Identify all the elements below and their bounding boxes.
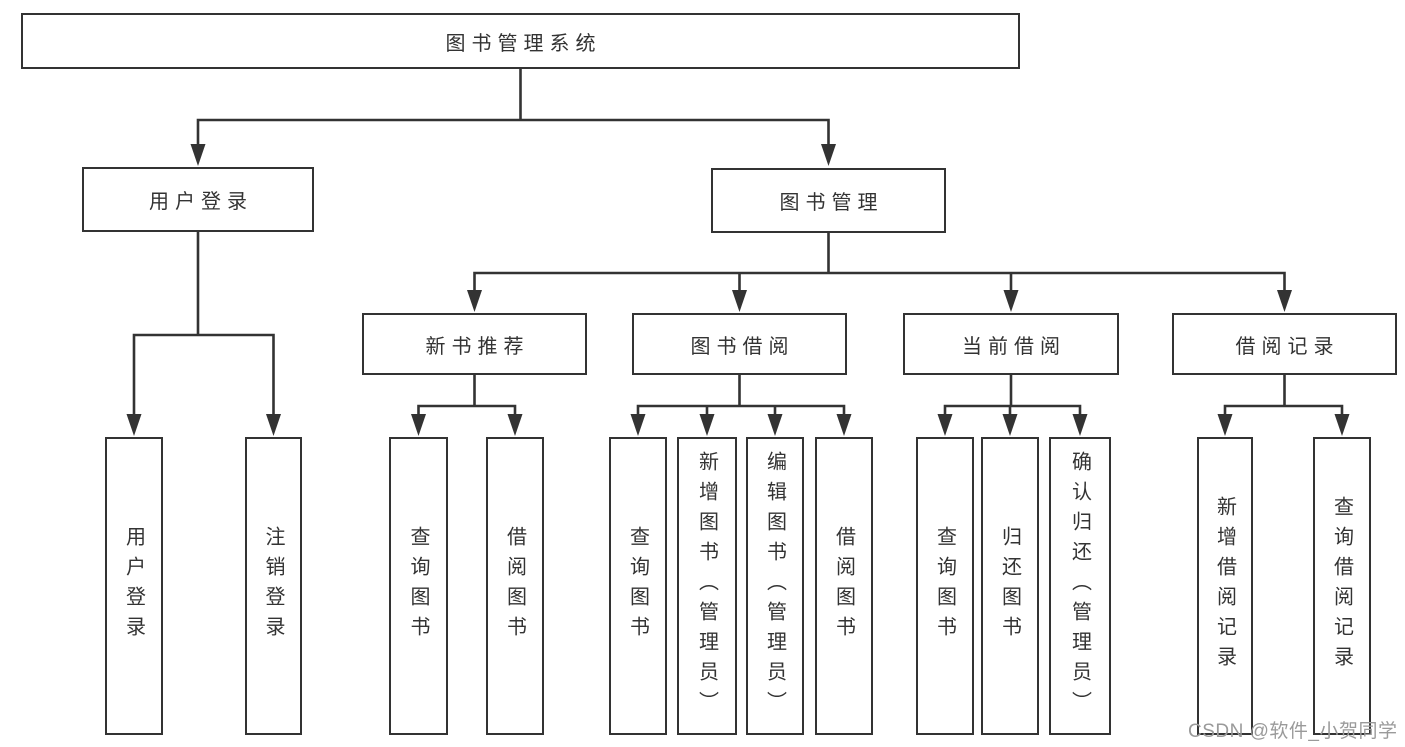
leaf-return-books: 归还图书	[981, 437, 1039, 735]
arrowhead	[836, 414, 852, 436]
arrowhead	[507, 414, 523, 436]
connector-lines	[473, 231, 1286, 300]
arrowhead	[630, 414, 646, 436]
arrowhead	[126, 414, 142, 436]
leaf-add-book-admin: 新增图书（管理员）	[677, 437, 737, 735]
arrowhead	[732, 290, 747, 312]
leaf-query-books-borrow: 查询图书	[609, 437, 667, 735]
arrowhead	[1277, 290, 1292, 312]
connector-current-borrow-to-leaves	[937, 373, 1088, 436]
connector-lines	[196, 67, 830, 152]
connector-book-borrow-to-leaves	[630, 373, 852, 436]
connector-lines	[1223, 373, 1344, 424]
arrowhead	[1003, 290, 1019, 312]
leaf-edit-book-admin: 编辑图书（管理员）	[746, 437, 804, 735]
arrowhead	[699, 414, 715, 436]
node-book-borrowing: 图书借阅	[632, 313, 847, 375]
connector-lines	[417, 373, 517, 424]
node-book-management: 图书管理	[711, 168, 946, 233]
connector-root-to-level2	[190, 67, 836, 166]
arrowhead	[467, 290, 482, 312]
arrowhead	[767, 414, 783, 436]
leaf-query-books-current: 查询图书	[916, 437, 974, 735]
arrowhead	[1217, 414, 1233, 436]
leaf-user-login: 用户登录	[105, 437, 163, 735]
node-borrowing-records: 借阅记录	[1172, 313, 1397, 375]
leaf-borrow-books-new: 借阅图书	[486, 437, 544, 735]
node-root: 图书管理系统	[21, 13, 1020, 69]
arrowhead	[1072, 414, 1088, 436]
connector-lines	[132, 230, 275, 424]
arrowhead	[411, 414, 426, 436]
connector-user-login-to-leaves	[126, 230, 281, 436]
connector-new-book-to-leaves	[411, 373, 523, 436]
arrowhead	[1334, 414, 1350, 436]
csdn-watermark: CSDN @软件_小贺同学	[1188, 721, 1398, 742]
connector-lines	[636, 373, 846, 424]
connector-borrow-record-to-leaves	[1217, 373, 1350, 436]
arrowhead	[266, 414, 281, 436]
leaf-query-books-new: 查询图书	[389, 437, 448, 735]
arrowhead	[937, 414, 953, 436]
arrowhead	[1002, 414, 1018, 436]
arrowhead	[190, 144, 206, 166]
leaf-borrow-books: 借阅图书	[815, 437, 873, 735]
node-new-book-recommend: 新书推荐	[362, 313, 587, 375]
leaf-confirm-return-admin: 确认归还（管理员）	[1049, 437, 1111, 735]
leaf-query-borrow-record: 查询借阅记录	[1313, 437, 1371, 735]
node-user-login: 用户登录	[82, 167, 314, 232]
arrowhead	[821, 144, 836, 166]
leaf-add-borrow-record: 新增借阅记录	[1197, 437, 1253, 735]
node-current-borrowing: 当前借阅	[903, 313, 1119, 375]
connector-book-management-to-level3	[467, 231, 1292, 312]
leaf-logout: 注销登录	[245, 437, 302, 735]
